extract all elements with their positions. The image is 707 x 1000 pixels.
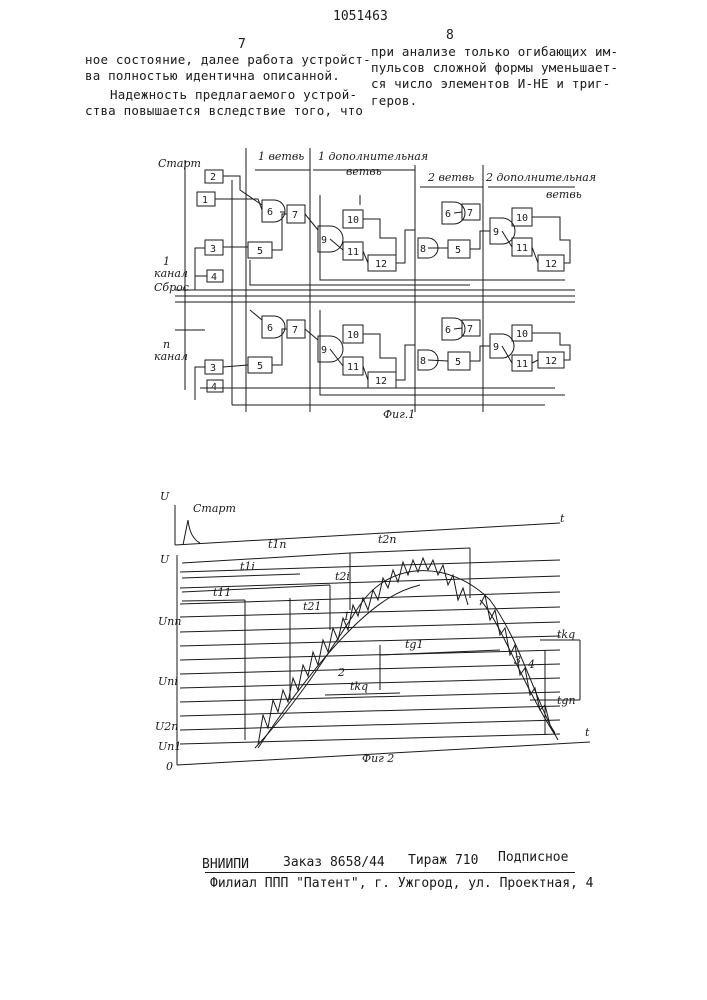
- fig2-t2i-label: t2i: [335, 570, 350, 583]
- footer-order: Заказ 8658/44: [283, 855, 385, 870]
- figure-2-timing-diagram: U Старт t U t1n t2n t1i t2i t11 t21 tg1 …: [0, 0, 707, 800]
- fig2-t-bottom-label: t: [585, 726, 590, 739]
- footer-org: ВНИИПИ: [202, 857, 249, 872]
- fig2-t2n-label: t2n: [378, 533, 397, 546]
- fig2-mark-3: 3: [514, 654, 521, 667]
- fig2-u2n-label: U2n: [155, 720, 178, 733]
- footer-divider: [205, 872, 575, 873]
- fig2-tkq-top-label: tkq: [557, 628, 575, 641]
- fig2-mark-4: 4: [527, 658, 535, 671]
- fig2-t1n-label: t1n: [268, 538, 287, 551]
- footer-circulation: Тираж 710: [408, 853, 478, 868]
- fig2-tg1-label: tg1: [405, 638, 423, 651]
- fig2-mark-1: 1: [343, 610, 350, 623]
- fig2-tkq-bottom-label: tkq: [350, 680, 368, 693]
- fig2-zero-label: 0: [166, 760, 173, 773]
- fig2-t1i-label: t1i: [240, 560, 255, 573]
- footer-branch: Филиал ППП "Патент", г. Ужгород, ул. Про…: [210, 876, 594, 891]
- fig2-un1-label: Un1: [158, 740, 181, 753]
- fig2-t11-label: t11: [213, 586, 231, 599]
- fig2-t-top-label: t: [560, 512, 565, 525]
- fig2-start-label: Старт: [193, 502, 236, 515]
- fig2-t21-label: t21: [303, 600, 321, 613]
- footer-subscription: Подписное: [498, 850, 568, 865]
- fig2-u-mid-label: U: [160, 553, 170, 566]
- fig2-u-top-label: U: [160, 490, 170, 503]
- fig2-mark-2: 2: [337, 666, 345, 679]
- fig2-unn-label: Unn: [158, 615, 181, 628]
- fig2-uni-label: Uni: [158, 675, 178, 688]
- fig2-caption: Фиг 2: [362, 752, 394, 765]
- fig2-tgn-label: tgn: [557, 694, 576, 707]
